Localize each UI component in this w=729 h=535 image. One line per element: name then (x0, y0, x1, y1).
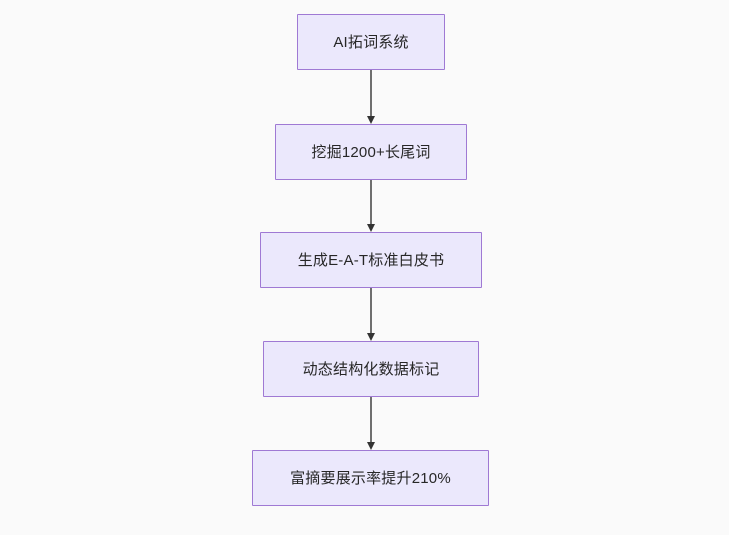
arrow-down-icon (366, 224, 375, 232)
flowchart-node-dynamic-structured-data-markup[interactable]: 动态结构化数据标记 (263, 341, 479, 397)
flowchart-node-label: 生成E-A-T标准白皮书 (297, 251, 445, 269)
flowchart-node-label: 富摘要展示率提升210% (290, 469, 451, 487)
edge-line (370, 70, 372, 117)
arrow-down-icon (366, 333, 375, 341)
flowchart-node-ai-keyword-system[interactable]: AI拓词系统 (297, 14, 445, 70)
flowchart-node-label: 挖掘1200+长尾词 (311, 143, 431, 161)
arrow-down-icon (366, 116, 375, 124)
flowchart-node-label: AI拓词系统 (333, 33, 409, 51)
arrow-down-icon (366, 442, 375, 450)
edge-line (370, 180, 372, 225)
flowchart-node-generate-eat-whitepaper[interactable]: 生成E-A-T标准白皮书 (260, 232, 482, 288)
flowchart-node-rich-snippet-rate-increase[interactable]: 富摘要展示率提升210% (252, 450, 489, 506)
flowchart-node-mine-longtail-keywords[interactable]: 挖掘1200+长尾词 (275, 124, 467, 180)
edge-line (370, 397, 372, 443)
flowchart-node-label: 动态结构化数据标记 (302, 360, 440, 378)
edge-line (370, 288, 372, 334)
